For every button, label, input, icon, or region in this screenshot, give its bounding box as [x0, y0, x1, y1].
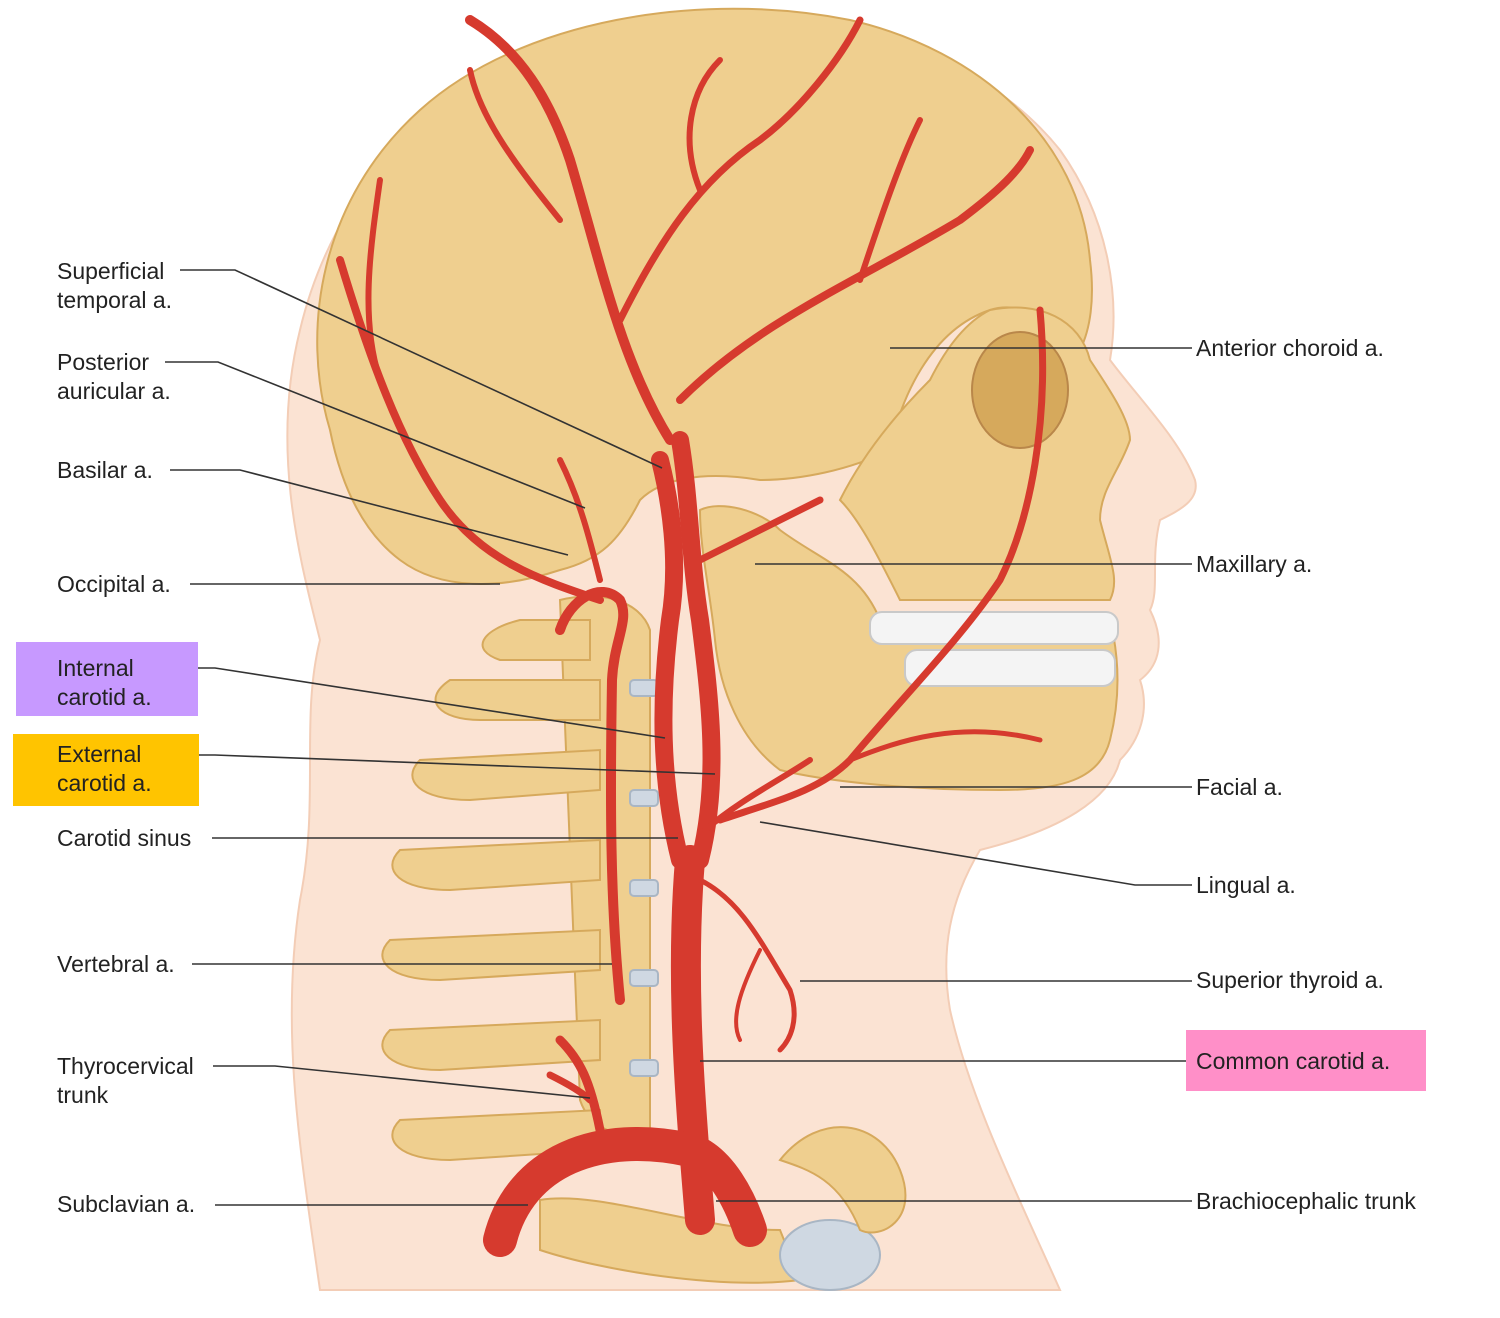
lingual-vessel [702, 757, 813, 833]
leader-thyrocervical [213, 1065, 591, 1099]
facial-vessel [716, 306, 1047, 824]
occipital-vessel [336, 256, 604, 604]
label-superior-thyroid: Superior thyroid a. [1196, 966, 1384, 995]
subclavian-arch-vessel [483, 1127, 767, 1257]
label-common-carotid: Common carotid a. [1196, 1047, 1390, 1076]
label-line: Occipital a. [57, 571, 171, 597]
label-maxillary: Maxillary a. [1196, 550, 1312, 579]
label-internal-carotid: Internal carotid a. [57, 654, 152, 712]
leader-posterior-auricular [165, 361, 586, 509]
label-anterior-choroid: Anterior choroid a. [1196, 334, 1384, 363]
label-line: carotid a. [57, 684, 152, 710]
label-line: Basilar a. [57, 457, 153, 483]
leader-basilar [170, 469, 569, 556]
label-carotid-sinus: Carotid sinus [57, 824, 191, 853]
internal-carotid-highlight [16, 642, 198, 716]
label-line: Internal [57, 655, 134, 681]
label-external-carotid: External carotid a. [57, 740, 152, 798]
first-rib [778, 1126, 907, 1234]
label-line: Subclavian a. [57, 1191, 196, 1217]
label-line: Superior thyroid a. [1196, 967, 1384, 993]
label-line: Common carotid a. [1196, 1048, 1391, 1074]
label-facial: Facial a. [1196, 773, 1283, 802]
label-line: Carotid sinus [57, 825, 192, 851]
leader-lingual [759, 821, 1192, 886]
thyrocervical-vessel [555, 1035, 605, 1135]
label-line: Facial a. [1196, 774, 1283, 800]
label-brachiocephalic: Brachiocephalic trunk [1196, 1187, 1416, 1216]
cervical-vertebrae [381, 595, 651, 1162]
maxillary-vessel [696, 496, 824, 564]
external-carotid-vessel [671, 431, 721, 869]
label-line: Lingual a. [1196, 872, 1296, 898]
label-line: temporal a. [57, 287, 173, 313]
label-thyrocervical: Thyrocervical trunk [57, 1052, 194, 1110]
vertebral-vessel [555, 587, 629, 1005]
superior-thyroid-vessel [697, 877, 797, 1053]
leader-superficial-temporal [180, 269, 663, 469]
label-line: trunk [57, 1082, 109, 1108]
label-superficial-temporal: Superficial temporal a. [57, 257, 172, 315]
label-line: Brachiocephalic trunk [1196, 1188, 1416, 1214]
label-line: Anterior choroid a. [1196, 335, 1384, 361]
label-line: Vertebral a. [57, 951, 175, 977]
superficial-temporal-vessel [465, 15, 675, 445]
sternoclavicular-cartilage [779, 1219, 881, 1291]
common-carotid-highlight [1186, 1030, 1426, 1091]
label-vertebral: Vertebral a. [57, 950, 175, 979]
mandible [698, 505, 1119, 792]
label-basilar: Basilar a. [57, 456, 153, 485]
leader-lines [150, 269, 1192, 1206]
label-line: External [57, 741, 142, 767]
internal-carotid-vessel [651, 451, 689, 869]
label-line: carotid a. [57, 770, 152, 796]
label-line: Thyrocervical [57, 1053, 194, 1079]
label-line: auricular a. [57, 378, 171, 404]
teeth [869, 611, 1119, 687]
label-line: Maxillary a. [1196, 551, 1313, 577]
label-posterior-auricular: Posterior auricular a. [57, 348, 171, 406]
external-carotid-highlight [13, 734, 199, 806]
label-line: Posterior [57, 349, 150, 375]
label-lingual: Lingual a. [1196, 871, 1296, 900]
label-subclavian: Subclavian a. [57, 1190, 195, 1219]
label-occipital: Occipital a. [57, 570, 171, 599]
label-line: Superficial [57, 258, 165, 284]
orbit [971, 331, 1069, 449]
